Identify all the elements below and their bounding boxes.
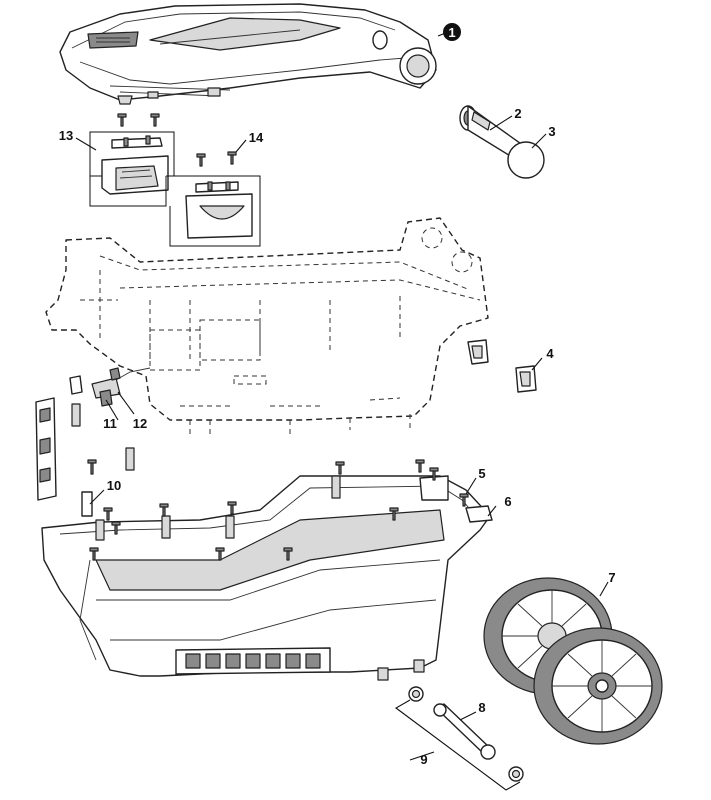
screws-lid: [117, 113, 160, 127]
part-switch-11-12: [69, 367, 151, 407]
callout-1-label: 1: [448, 25, 455, 40]
callout-3-label: 3: [548, 124, 555, 139]
part-bracket-4: [467, 339, 537, 393]
callout-14-label: 14: [249, 130, 264, 145]
screws-14: [196, 151, 237, 167]
part-handle-tube: [459, 105, 545, 179]
callout-6-label: 6: [504, 494, 511, 509]
part-main-body-dashed: [45, 217, 489, 438]
callout-2-label: 2: [514, 106, 521, 121]
callout-5-label: 5: [478, 466, 485, 481]
part-lower-base-6: [41, 475, 493, 681]
part-circuit-board-10: [35, 397, 135, 517]
callout-10-label: 10: [107, 478, 121, 493]
callout-1: 1: [443, 23, 461, 41]
callout-7-label: 7: [608, 570, 615, 585]
part-top-lid: [59, 3, 437, 105]
callout-1-badge: [443, 23, 461, 41]
part-wheels-7: [483, 577, 663, 745]
callout-11-label: 11: [103, 416, 117, 431]
part-latch-13: [89, 131, 175, 195]
callout-12-label: 12: [133, 416, 147, 431]
callout-13-label: 13: [59, 128, 73, 143]
leader-lines: [75, 31, 609, 721]
callout-9-label: 9: [420, 752, 427, 767]
part-latch-14: [166, 175, 261, 247]
screws-base: [89, 459, 469, 561]
callout-4-label: 4: [546, 346, 554, 361]
callout-8-label: 8: [478, 700, 485, 715]
part-axle-8-9: [394, 686, 524, 791]
